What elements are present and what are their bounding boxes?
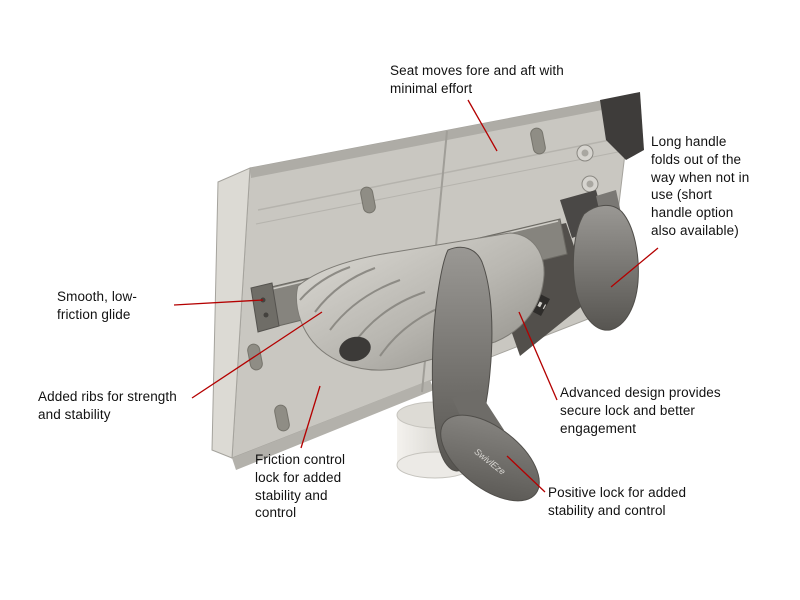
callout-friction-lock: Friction control lock for added stabilit… — [255, 452, 346, 521]
callout-long-handle: Long handle folds out of the way when no… — [651, 134, 750, 239]
bolt — [581, 175, 599, 193]
bolt — [576, 144, 594, 162]
long-handle — [572, 190, 639, 331]
plate-left-flange — [211, 167, 251, 459]
leader-line-positive-lock — [506, 455, 546, 493]
callout-positive-lock: Positive lock for added stability and co… — [548, 485, 687, 518]
leader-lines — [173, 99, 659, 493]
leader-line-smooth-glide — [173, 299, 264, 306]
rail-end-cap — [250, 282, 280, 333]
plate-mounting-slots — [247, 127, 546, 432]
callout-smooth-glide: Smooth, low-friction glide — [57, 289, 137, 322]
leader-line-friction-lock — [300, 385, 321, 449]
mounting-slot — [360, 186, 376, 214]
leader-line-advanced-design — [518, 311, 558, 401]
plate-groove-line — [257, 135, 631, 211]
leader-line-seat-moves — [467, 99, 498, 152]
top-right-bracket — [600, 92, 644, 160]
casting-hole — [339, 336, 371, 362]
mounting-slot — [530, 127, 546, 155]
callout-advanced-design: Advanced design provides secure lock and… — [560, 385, 721, 436]
callout-seat-moves: Seat moves fore and aft with minimal eff… — [390, 63, 564, 96]
plate-bottom-fold — [232, 380, 434, 470]
leader-line-long-handle — [610, 247, 659, 288]
plate-top-fold — [250, 95, 633, 178]
mounting-slot — [274, 404, 290, 432]
positive-lock-handle: SwivlEze — [440, 390, 540, 502]
callout-added-ribs: Added ribs for strength and stability — [38, 389, 177, 422]
leader-line-added-ribs — [191, 311, 323, 399]
rail-end-rivet — [263, 312, 269, 318]
